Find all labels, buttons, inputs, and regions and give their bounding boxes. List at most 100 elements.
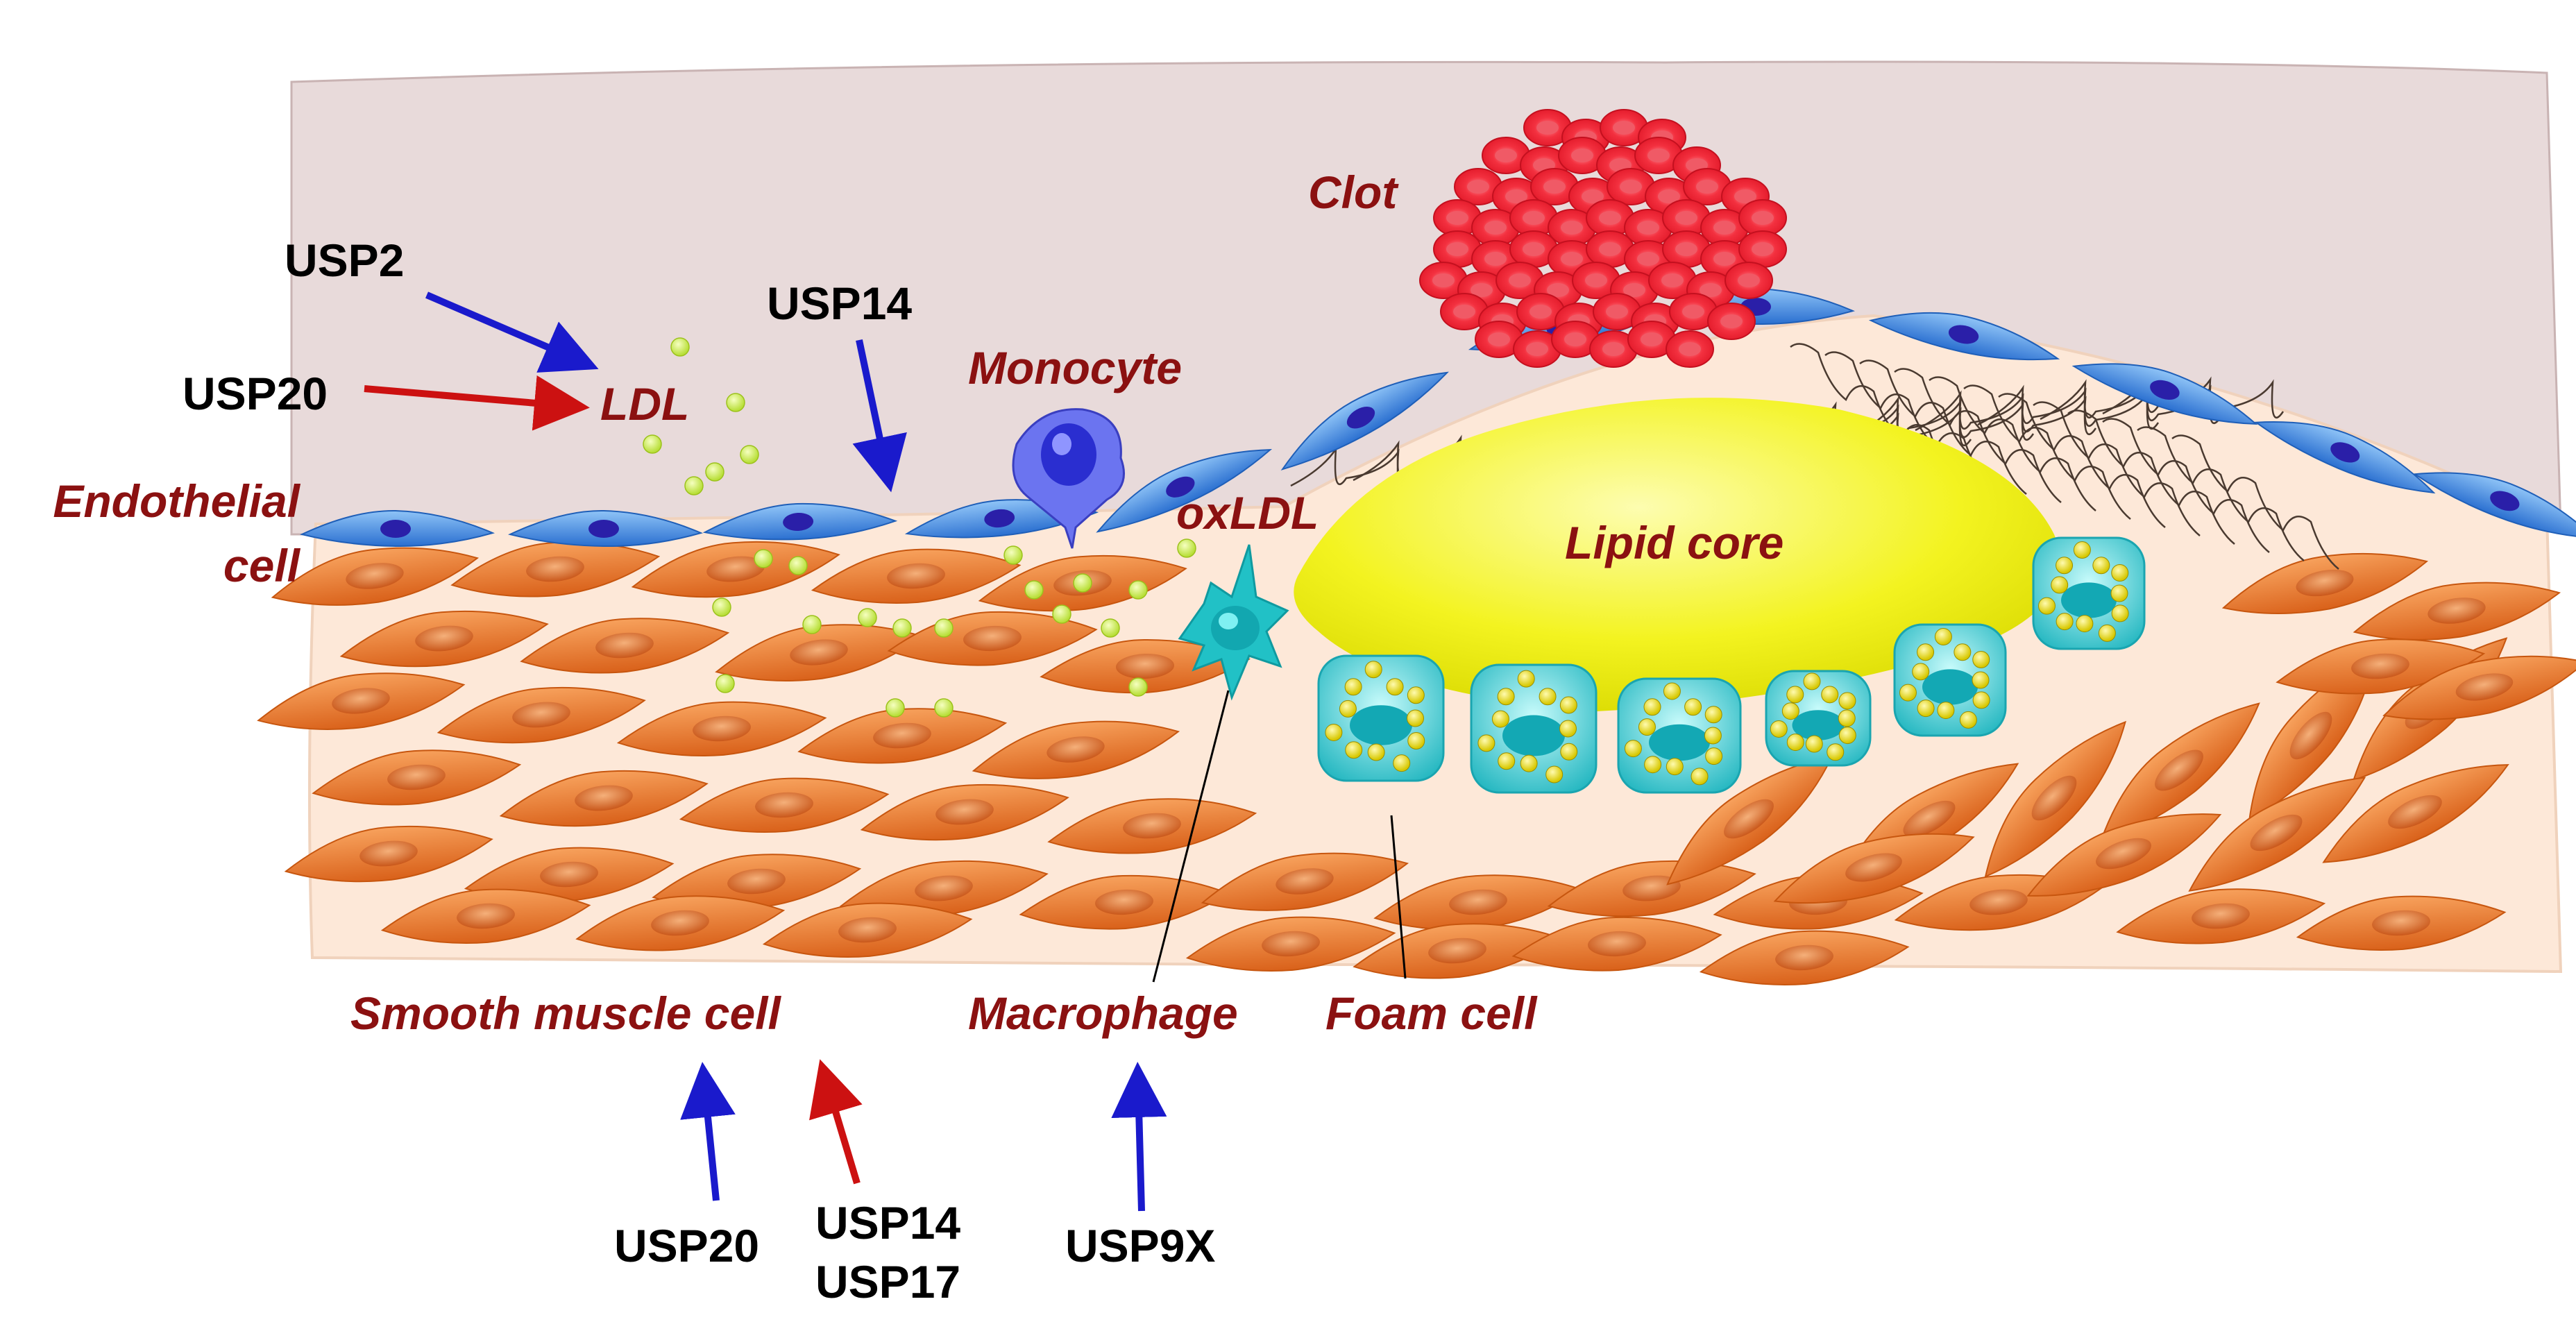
ldl-particle	[643, 434, 662, 454]
ldl-particle	[712, 598, 731, 617]
endothelial-cell	[1868, 312, 2060, 361]
smooth-muscle-cell	[575, 895, 786, 951]
red-blood-cell	[1662, 230, 1711, 268]
usp20-bottom-label: USP20	[614, 1220, 759, 1271]
monocyte-cell	[1012, 408, 1125, 549]
collagen-fiber	[1894, 368, 2062, 503]
smooth-muscle-cell	[339, 610, 549, 668]
smooth-muscle-cell	[499, 770, 709, 827]
ldl-particle	[1128, 677, 1148, 697]
endothelial-cell	[702, 502, 898, 541]
lipid-core-label: Lipid core	[1565, 517, 1783, 568]
smooth-muscle-cell	[1019, 874, 1230, 930]
usp2-arrow	[425, 291, 599, 373]
endothelial-label-line2: cell	[223, 540, 301, 591]
smooth-muscle-cell	[271, 547, 480, 606]
red-blood-cell	[1495, 262, 1544, 299]
smooth-muscle-cell	[839, 860, 1049, 917]
collagen-fiber	[1963, 384, 2131, 520]
ldl-particle	[670, 337, 690, 357]
foam-cell-leader-line	[1390, 815, 1407, 979]
smooth-muscle-cell	[1984, 720, 2127, 878]
ldl-particle	[740, 445, 759, 464]
red-blood-cell	[1683, 168, 1731, 205]
smooth-muscle-cell	[631, 541, 840, 598]
lipid-core	[1294, 398, 2060, 711]
red-blood-cell	[1572, 262, 1620, 299]
smooth-muscle-cell	[1185, 916, 1396, 972]
red-blood-cell	[1454, 168, 1502, 205]
smooth-muscle-cell	[972, 720, 1180, 779]
collagen-fiber	[2033, 401, 2201, 536]
smooth-muscle-cell	[2188, 777, 2366, 892]
red-blood-cell	[1589, 330, 1638, 368]
ldl-particle	[1003, 545, 1023, 565]
smooth-muscle-cell	[2296, 895, 2507, 951]
ldl-particles	[643, 337, 1196, 718]
foam-cell	[1470, 663, 1598, 794]
smooth-muscle-cell	[1699, 930, 1910, 985]
oxldl-label: oxLDL	[1176, 487, 1319, 539]
red-blood-cell	[1475, 321, 1523, 358]
smooth-muscle-cell	[520, 618, 730, 674]
endothelial-cell	[300, 509, 495, 548]
collagen-fiber	[1790, 343, 1958, 478]
usp14-bottom-label: USP14	[815, 1197, 960, 1248]
collagen-fiber	[1859, 359, 2027, 495]
ldl-particle	[802, 615, 822, 634]
smooth-muscle-cell	[2353, 582, 2561, 641]
red-blood-cell	[1419, 262, 1468, 299]
ldl-particle	[726, 393, 745, 412]
ldl-particle	[1177, 539, 1196, 558]
endothelial-cell	[1280, 371, 1449, 471]
foam-cell-label: Foam cell	[1325, 988, 1538, 1039]
smooth-muscle-cell-label: Smooth muscle cell	[350, 988, 782, 1039]
red-blood-cell	[1707, 303, 1756, 340]
collagen-fiber	[2137, 426, 2305, 561]
smooth-muscle-cell	[797, 708, 1008, 764]
usp20-top-arrow	[364, 375, 590, 431]
red-blood-cell	[1662, 199, 1711, 237]
smooth-muscle-cell	[860, 783, 1069, 841]
smooth-muscle-cell	[2026, 813, 2222, 897]
clot-label: Clot	[1308, 167, 1399, 218]
red-blood-cell	[1627, 321, 1676, 358]
ldl-particle	[934, 618, 954, 638]
collagen-fiber	[1824, 351, 1992, 486]
red-blood-cell	[1600, 109, 1648, 146]
red-blood-cell	[1738, 199, 1787, 237]
foam-cell	[1893, 623, 2007, 737]
macrophage-label: Macrophage	[968, 988, 1238, 1039]
ldl-particle	[1101, 618, 1120, 638]
macrophage-leader-line	[1152, 690, 1230, 983]
ldl-particle	[1128, 580, 1148, 600]
ldl-particle	[715, 674, 735, 693]
macrophage-cell	[1178, 544, 1289, 701]
red-blood-cell	[1509, 230, 1558, 268]
endothelial-cell	[2412, 472, 2576, 539]
endothelial-cell	[2254, 421, 2436, 494]
smooth-muscle-cell	[616, 701, 827, 756]
usp14-usp17-arrow	[809, 1059, 863, 1185]
collagen-fiber	[2067, 409, 2235, 545]
smooth-muscle-cell	[1040, 639, 1251, 694]
usp2-label: USP2	[285, 235, 404, 286]
foam-cells	[1317, 536, 2146, 794]
smooth-muscle-cell	[1773, 833, 1975, 904]
endothelial-label-line1: Endothelial	[53, 475, 300, 527]
ldl-particle	[886, 698, 905, 718]
smooth-muscle-cell	[2116, 888, 2326, 944]
smooth-muscle-cell	[1511, 916, 1722, 972]
usp14-top-label: USP14	[767, 278, 912, 329]
foam-cell	[1765, 670, 1872, 767]
collagen-fiber	[1998, 393, 2166, 528]
usp20-top-label: USP20	[183, 368, 328, 419]
smooth-muscle-cell	[762, 902, 973, 958]
smooth-muscle-cell	[679, 777, 890, 833]
foam-cell	[1317, 654, 1445, 782]
red-blood-cell	[1725, 262, 1773, 299]
ldl-particle	[934, 698, 954, 718]
red-blood-cell	[1558, 137, 1607, 174]
red-blood-cell	[1586, 199, 1634, 237]
